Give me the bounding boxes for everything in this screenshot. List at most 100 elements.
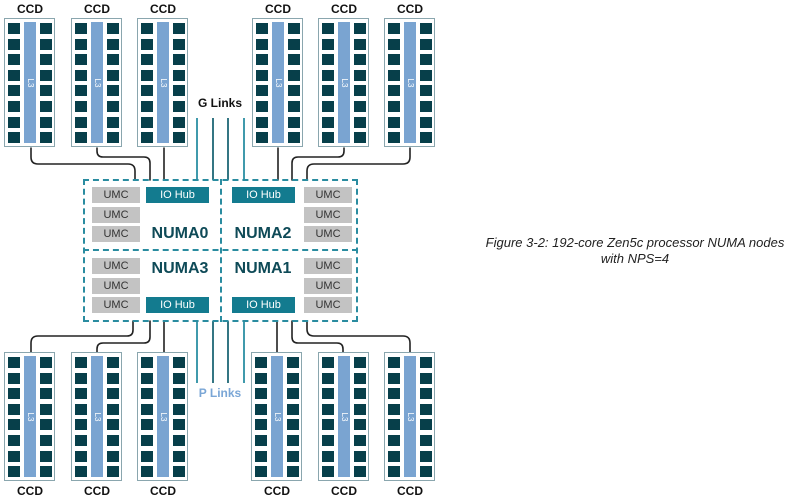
core xyxy=(420,38,432,50)
io-hub-block: IO Hub xyxy=(146,187,209,203)
core xyxy=(388,85,400,97)
ccd-connector xyxy=(306,320,411,353)
l3-cache: L3 xyxy=(404,356,416,477)
ccd-label: CCD xyxy=(17,484,43,498)
core xyxy=(288,69,300,81)
core xyxy=(420,450,432,462)
core xyxy=(354,450,366,462)
core xyxy=(322,116,334,128)
ccd-block: L3 xyxy=(71,18,122,147)
numa-label: NUMA0 xyxy=(151,225,209,242)
core xyxy=(420,466,432,478)
core xyxy=(107,388,119,400)
core xyxy=(107,466,119,478)
core xyxy=(420,403,432,415)
core xyxy=(40,85,52,97)
core xyxy=(173,116,185,128)
core xyxy=(75,85,87,97)
core xyxy=(420,69,432,81)
umc-block: UMC xyxy=(92,226,140,242)
core xyxy=(173,403,185,415)
umc-block: UMC xyxy=(304,278,352,294)
core xyxy=(322,419,334,431)
ccd-connector xyxy=(30,147,136,181)
core xyxy=(354,101,366,112)
ccd-connector xyxy=(306,147,411,181)
l3-cache-label: L3 xyxy=(26,412,35,421)
ccd-label: CCD xyxy=(264,484,290,498)
core xyxy=(287,357,299,368)
core xyxy=(8,38,20,50)
core xyxy=(40,372,52,384)
numa-label: NUMA2 xyxy=(234,225,292,242)
ccd-block: L3 xyxy=(318,352,369,481)
core xyxy=(8,466,20,478)
core xyxy=(8,85,20,97)
p-links-label: P Links xyxy=(198,386,242,400)
core xyxy=(141,116,153,128)
core xyxy=(388,132,400,144)
core xyxy=(256,54,268,66)
core xyxy=(322,435,334,446)
core xyxy=(141,372,153,384)
core xyxy=(40,388,52,400)
core xyxy=(107,372,119,384)
core xyxy=(256,116,268,128)
ccd-block: L3 xyxy=(137,352,188,481)
core xyxy=(75,435,87,446)
core xyxy=(388,403,400,415)
core xyxy=(354,54,366,66)
core xyxy=(354,85,366,97)
core xyxy=(420,101,432,112)
core xyxy=(40,69,52,81)
numa-divider-horizontal xyxy=(83,249,358,251)
core xyxy=(173,357,185,368)
ccd-label: CCD xyxy=(84,484,110,498)
l3-cache-label: L3 xyxy=(26,78,35,87)
core xyxy=(388,435,400,446)
ccd-label: CCD xyxy=(150,484,176,498)
ccd-label: CCD xyxy=(150,2,176,16)
core xyxy=(8,372,20,384)
umc-block: UMC xyxy=(304,297,352,313)
core xyxy=(256,38,268,50)
core xyxy=(8,435,20,446)
ccd-block: L3 xyxy=(4,18,55,147)
core xyxy=(288,116,300,128)
core xyxy=(40,38,52,50)
core xyxy=(141,419,153,431)
ccd-block: L3 xyxy=(137,18,188,147)
l3-cache: L3 xyxy=(404,22,416,143)
core xyxy=(420,372,432,384)
ccd-label: CCD xyxy=(17,2,43,16)
core xyxy=(420,388,432,400)
core xyxy=(107,132,119,144)
figure-caption-line-1: Figure 3-2: 192-core Zen5c processor NUM… xyxy=(485,235,785,250)
umc-block: UMC xyxy=(92,297,140,313)
l3-cache-label: L3 xyxy=(340,412,349,421)
l3-cache-label: L3 xyxy=(159,412,168,421)
l3-cache: L3 xyxy=(91,22,103,143)
core xyxy=(75,69,87,81)
core xyxy=(173,23,185,34)
core xyxy=(255,466,267,478)
core xyxy=(141,435,153,446)
core xyxy=(40,54,52,66)
core xyxy=(322,101,334,112)
core xyxy=(420,23,432,34)
l3-cache: L3 xyxy=(91,356,103,477)
core xyxy=(288,23,300,34)
g-links-label: G Links xyxy=(197,96,242,110)
core xyxy=(107,116,119,128)
core xyxy=(354,419,366,431)
core xyxy=(173,85,185,97)
l3-cache-label: L3 xyxy=(274,78,283,87)
umc-block: UMC xyxy=(304,187,352,203)
core xyxy=(141,69,153,81)
core xyxy=(107,23,119,34)
core xyxy=(40,23,52,34)
core xyxy=(388,372,400,384)
core xyxy=(141,466,153,478)
ccd-block: L3 xyxy=(71,352,122,481)
core xyxy=(141,54,153,66)
